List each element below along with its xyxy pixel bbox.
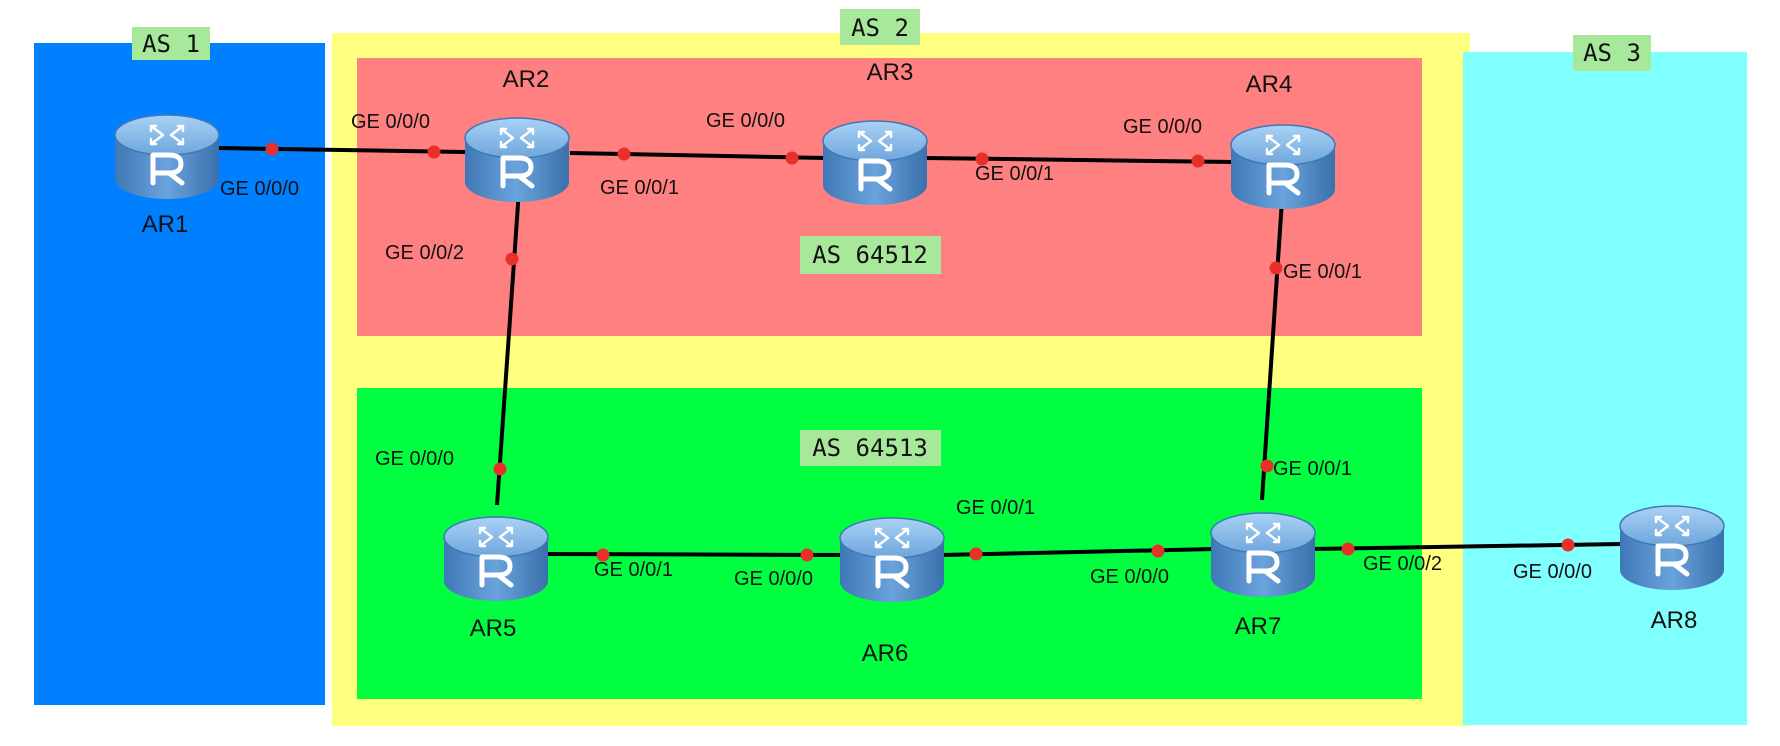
as3-area: [1463, 52, 1747, 725]
port-dot[interactable]: [505, 252, 519, 266]
port-label-ar2-ge001: GE 0/0/1: [600, 177, 679, 199]
router-icon: [1620, 506, 1724, 590]
as3-tag: AS 3: [1573, 35, 1651, 71]
port-label-ar4-ge001: GE 0/0/1: [1283, 261, 1362, 283]
port-labels: GE 0/0/0 GE 0/0/0 GE 0/0/1 GE 0/0/2 GE 0…: [220, 110, 1592, 590]
link-ar2-ar3: [569, 151, 826, 160]
port-dot[interactable]: [1151, 544, 1165, 558]
port-dot[interactable]: [1341, 542, 1355, 556]
port-label-ar6-ge001: GE 0/0/1: [956, 497, 1035, 519]
router-icon: [840, 518, 944, 602]
port-dot[interactable]: [1561, 538, 1575, 552]
port-label-ar5-ge001: GE 0/0/1: [594, 559, 673, 581]
port-label-ar1-ge000: GE 0/0/0: [220, 178, 299, 200]
as2-tag: AS 2: [840, 9, 920, 45]
router-icon: [1211, 513, 1315, 597]
router-ar8-name: AR8: [1651, 607, 1698, 634]
port-dot[interactable]: [969, 547, 983, 561]
port-label-ar7-ge001: GE 0/0/1: [1273, 458, 1352, 480]
port-label-ar3-ge000: GE 0/0/0: [706, 110, 785, 132]
as64512-label: AS 64512: [812, 241, 928, 269]
router-ar1[interactable]: AR1: [115, 115, 219, 238]
as2-label: AS 2: [851, 14, 909, 42]
port-label-ar2-ge000: GE 0/0/0: [351, 111, 430, 133]
as1-tag: AS 1: [132, 27, 210, 60]
port-label-ar7-ge002: GE 0/0/2: [1363, 553, 1442, 575]
port-dot[interactable]: [265, 142, 279, 156]
port-dot[interactable]: [1191, 154, 1205, 168]
port-label-ar7-ge000: GE 0/0/0: [1090, 566, 1169, 588]
as64512-tag: AS 64512: [800, 236, 941, 274]
link-ar4-ar7: [1260, 199, 1284, 501]
as3-label: AS 3: [1583, 39, 1641, 67]
router-icon: [465, 118, 569, 202]
router-ar4-name: AR4: [1246, 71, 1293, 98]
port-dot[interactable]: [617, 147, 631, 161]
port-label-ar6-ge000: GE 0/0/0: [734, 568, 813, 590]
port-dot[interactable]: [596, 548, 610, 562]
port-dot[interactable]: [1260, 459, 1274, 473]
port-label-ar3-ge001: GE 0/0/1: [975, 163, 1054, 185]
router-ar6-name: AR6: [862, 640, 909, 667]
router-ar3[interactable]: AR3: [823, 59, 927, 205]
router-ar4[interactable]: AR4: [1231, 71, 1335, 209]
port-dot[interactable]: [975, 152, 989, 166]
port-dot[interactable]: [800, 548, 814, 562]
router-ar7-name: AR7: [1235, 613, 1282, 640]
port-label-ar5-ge000: GE 0/0/0: [375, 448, 454, 470]
router-ar1-name: AR1: [142, 211, 189, 238]
link-ar5-ar6: [544, 552, 846, 557]
port-dot[interactable]: [1269, 261, 1283, 275]
router-ar2-name: AR2: [503, 66, 550, 93]
router-icon: [115, 115, 219, 199]
router-ar7[interactable]: AR7: [1211, 513, 1315, 640]
port-label-ar2-ge002: GE 0/0/2: [385, 242, 464, 264]
router-ar5-name: AR5: [470, 615, 517, 642]
port-label-ar4-ge000: GE 0/0/0: [1123, 116, 1202, 138]
link-ar1-ar2: [217, 146, 466, 154]
router-ar2[interactable]: AR2: [465, 66, 569, 202]
router-ar6[interactable]: AR6: [840, 518, 944, 667]
router-ar5[interactable]: AR5: [444, 517, 548, 642]
router-ar3-name: AR3: [867, 59, 914, 86]
link-ar2-ar5: [495, 189, 521, 506]
router-icon: [823, 121, 927, 205]
as64513-tag: AS 64513: [800, 430, 941, 466]
port-label-ar8-ge000: GE 0/0/0: [1513, 561, 1592, 583]
router-icon: [1231, 125, 1335, 209]
router-ar8[interactable]: AR8: [1620, 506, 1724, 634]
port-dots: [265, 142, 1575, 562]
link-ar6-ar7: [939, 547, 1216, 557]
as64513-label: AS 64513: [812, 434, 928, 462]
port-dot[interactable]: [493, 462, 507, 476]
port-dot[interactable]: [785, 151, 799, 165]
port-dot[interactable]: [427, 145, 441, 159]
as1-label: AS 1: [142, 30, 200, 58]
router-icon: [444, 517, 548, 601]
